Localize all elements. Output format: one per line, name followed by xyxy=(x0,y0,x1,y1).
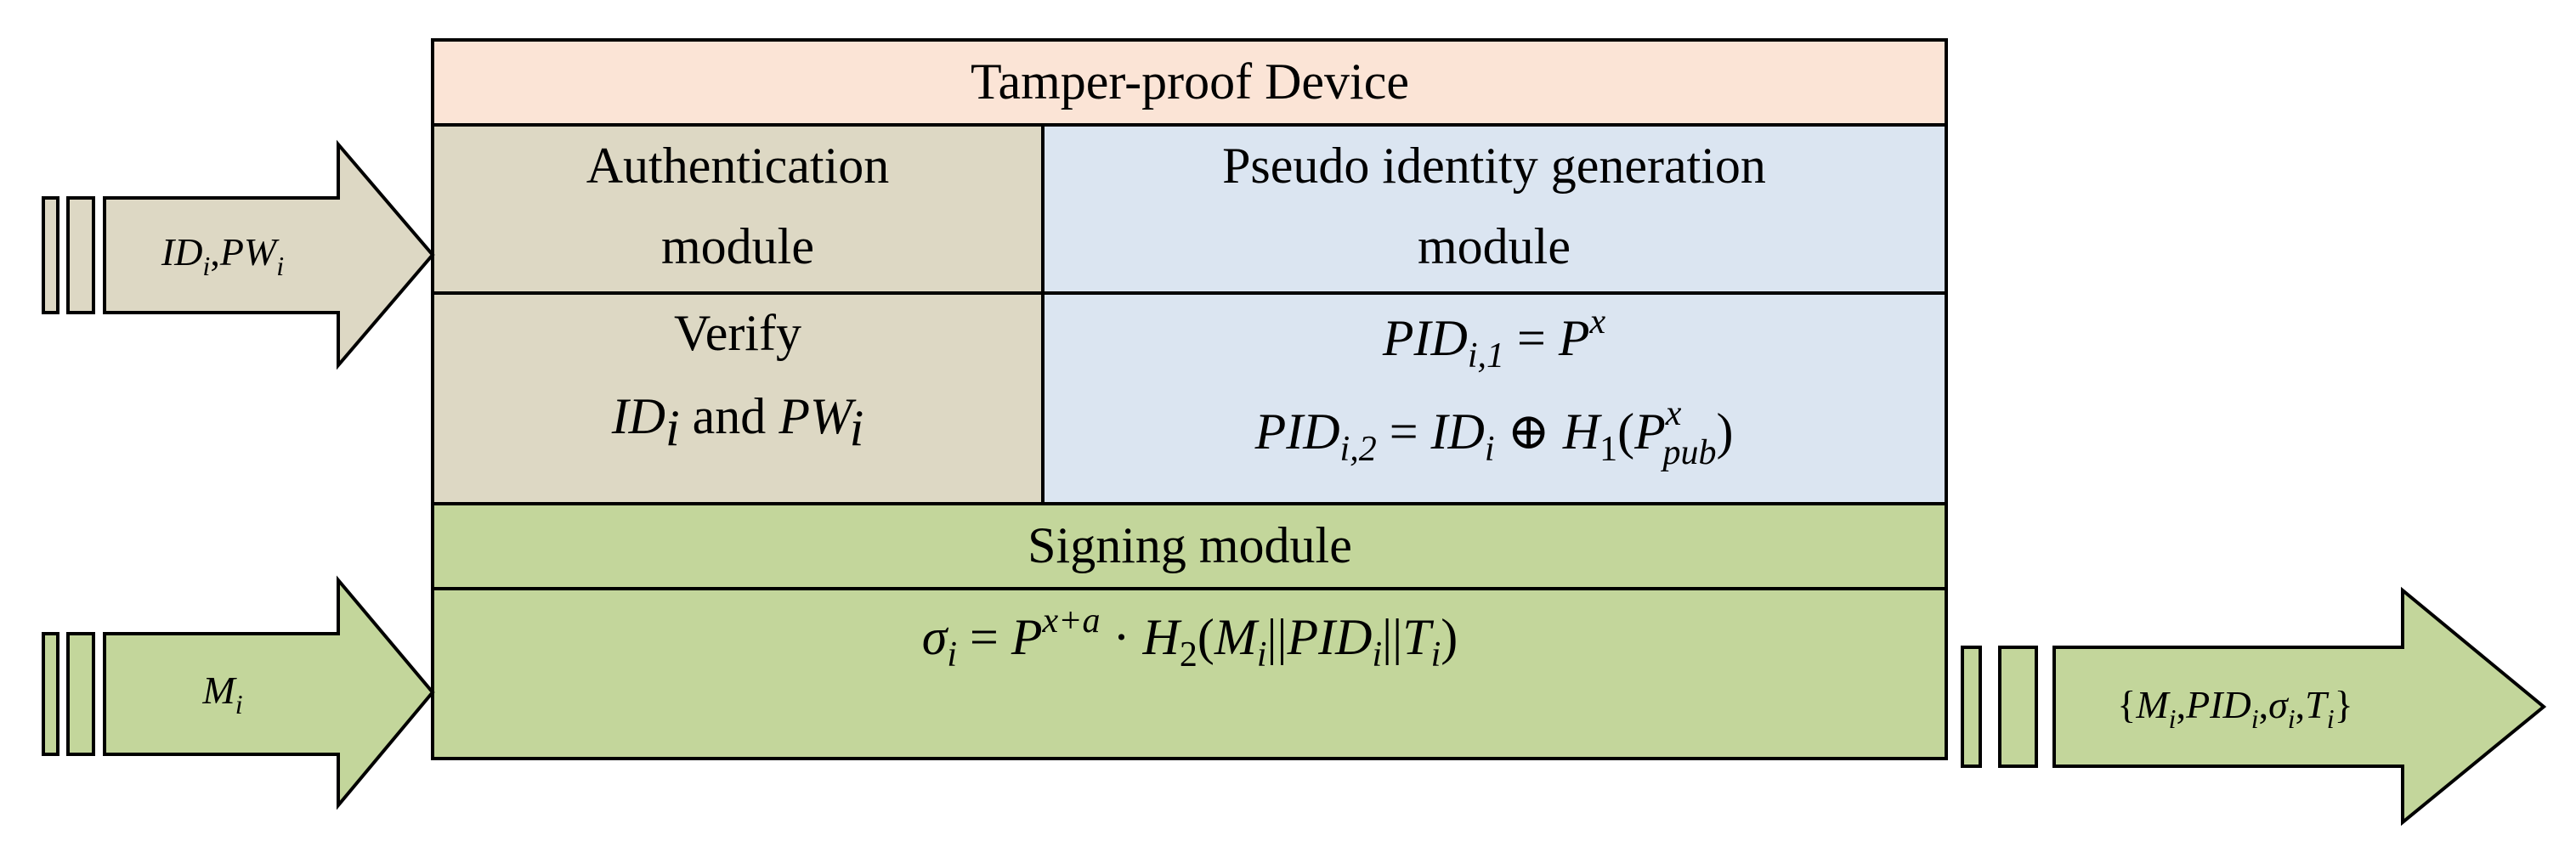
sigma-lhs-sub: i xyxy=(947,635,957,674)
auth-module-label-2: module xyxy=(661,218,814,274)
sigma-eq: = xyxy=(957,609,1011,665)
output-bar-2 xyxy=(1998,646,2038,768)
pseudo-module-cell xyxy=(1041,123,1948,295)
sigma-close: ) xyxy=(1441,609,1458,665)
output-t-sub: i xyxy=(2327,703,2335,734)
output-c1: , xyxy=(2177,683,2187,726)
sigma-pid: PID xyxy=(1287,609,1373,665)
pid2-id: ID xyxy=(1430,403,1485,460)
sigma-m-sub: i xyxy=(1257,635,1267,674)
verify-id-sub: i xyxy=(665,400,680,456)
credentials-bar-2 xyxy=(66,196,95,314)
message-bar-1 xyxy=(42,632,59,756)
output-sigma-sub: i xyxy=(2288,703,2296,734)
credentials-id: ID xyxy=(161,230,203,274)
credentials-bar-1 xyxy=(42,196,59,314)
device-title: Tamper-proof Device xyxy=(971,54,1409,110)
sigma-sep2: || xyxy=(1382,609,1402,665)
pid2-h-sub: 1 xyxy=(1599,430,1617,469)
pid-cell xyxy=(1041,291,1948,505)
output-m-sub: i xyxy=(2169,703,2177,734)
pid2-id-sub: i xyxy=(1485,430,1495,469)
verify-id: ID xyxy=(611,388,665,444)
tamper-proof-device: Tamper-proof Device Authentication modul… xyxy=(431,38,1948,760)
pid1-lhs: PID xyxy=(1382,310,1468,366)
output-arrow-shape xyxy=(2052,586,2547,827)
pid2-p-sub: pub xyxy=(1660,433,1716,472)
device-header xyxy=(431,38,1948,127)
signature-cell xyxy=(431,587,1948,760)
verify-pw-sub: i xyxy=(850,400,864,456)
pid2-close: ) xyxy=(1716,403,1733,460)
sigma-t-sub: i xyxy=(1431,635,1441,674)
pid1-rhs: P xyxy=(1558,310,1590,366)
credentials-input-arrow: IDi,PWi xyxy=(42,139,435,370)
sigma-lhs: σ xyxy=(922,609,949,665)
sigma-m: M xyxy=(1214,609,1260,665)
verify-expression: IDi and PWi xyxy=(611,388,864,456)
verify-cell xyxy=(431,291,1045,505)
output-pid: PID xyxy=(2185,683,2251,726)
output-c2: , xyxy=(2259,683,2269,726)
signing-module-label: Signing module xyxy=(1028,517,1352,573)
sigma-dot: · xyxy=(1101,609,1143,665)
credentials-label: IDi,PWi xyxy=(161,230,284,281)
message-arrow-shape xyxy=(103,575,435,810)
output-pid-sub: i xyxy=(2251,703,2259,734)
output-bar-1 xyxy=(1961,646,1982,768)
credentials-arrow-shape xyxy=(103,139,435,370)
pseudo-module-label-1: Pseudo identity generation xyxy=(1222,138,1766,194)
message-m: M xyxy=(201,669,237,712)
sigma-p: P xyxy=(1011,609,1043,665)
message-m-sub: i xyxy=(235,689,243,719)
pid2-lhs-sub: i,2 xyxy=(1340,430,1377,469)
message-label: Mi xyxy=(201,669,242,719)
credentials-comma: , xyxy=(210,230,220,274)
verify-pw: PW xyxy=(778,388,857,444)
pid2-eq: = xyxy=(1377,403,1431,460)
pid2-p: P xyxy=(1633,403,1666,460)
sigma-h: H xyxy=(1142,609,1183,665)
sigma-open: ( xyxy=(1197,609,1214,665)
signature-formula: σi = Px+a · H2(Mi||PIDi||Ti) xyxy=(922,601,1458,674)
sigma-h-sub: 2 xyxy=(1180,635,1197,674)
pid2-p-sup: x xyxy=(1665,394,1682,433)
pid1-rhs-sup: x xyxy=(1588,302,1605,341)
sigma-p-sup: x+a xyxy=(1042,601,1101,640)
pid1-lhs-sub: i,1 xyxy=(1468,336,1504,375)
auth-module-label-1: Authentication xyxy=(586,138,890,194)
output-t: T xyxy=(2305,683,2330,726)
output-c3: , xyxy=(2296,683,2306,726)
pid2-h: H xyxy=(1562,403,1603,460)
credentials-pw: PW xyxy=(219,230,280,274)
output-open: { xyxy=(2117,683,2136,726)
output-close: } xyxy=(2335,683,2353,726)
verify-and: and xyxy=(680,388,779,444)
credentials-id-sub: i xyxy=(202,251,210,281)
pid2-xor: ⊕ xyxy=(1495,403,1563,460)
credentials-pw-sub: i xyxy=(276,251,284,281)
output-sigma: σ xyxy=(2268,683,2290,726)
verify-label: Verify xyxy=(674,305,801,361)
pid2-open: ( xyxy=(1617,403,1634,460)
sigma-pid-sub: i xyxy=(1372,635,1382,674)
pid1-eq: = xyxy=(1504,310,1559,366)
sigma-sep1: || xyxy=(1266,609,1287,665)
sigma-t: T xyxy=(1402,609,1434,665)
output-m: M xyxy=(2135,683,2171,726)
message-input-arrow: Mi xyxy=(42,575,435,810)
output-label: {Mi,PIDi,σi,Ti} xyxy=(2117,683,2353,734)
auth-module-cell xyxy=(431,123,1045,295)
pid2-lhs: PID xyxy=(1254,403,1340,460)
pid1-formula: PIDi,1 = Px xyxy=(1382,302,1606,375)
message-bar-2 xyxy=(66,632,95,756)
output-arrow: {Mi,PIDi,σi,Ti} xyxy=(1961,586,2547,827)
pseudo-module-label-2: module xyxy=(1418,218,1571,274)
